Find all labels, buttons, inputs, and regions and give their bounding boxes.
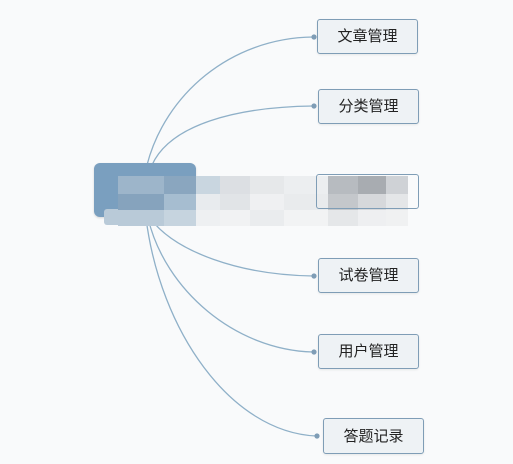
branch-node-label: 分类管理: [338, 97, 399, 115]
branch-node-label: 文章管理: [337, 27, 398, 45]
branch-node-3[interactable]: [316, 174, 419, 209]
connector-dot-5: [311, 349, 317, 355]
connector-dot-2: [311, 103, 317, 109]
branch-node-6[interactable]: 答题记录: [323, 418, 424, 454]
connector-line-1: [146, 36, 314, 166]
branch-node-1[interactable]: 文章管理: [317, 19, 418, 54]
connector-dot-4: [311, 273, 317, 279]
branch-node-4[interactable]: 试卷管理: [318, 258, 419, 293]
connector-line-5: [147, 217, 314, 353]
connector-dot-1: [311, 34, 317, 40]
branch-node-label: 试卷管理: [338, 266, 399, 284]
connector-line-2: [151, 105, 314, 166]
connector-line-4: [149, 217, 314, 277]
branch-node-label: 用户管理: [338, 342, 399, 360]
connector-line-6: [145, 217, 317, 437]
branch-node-5[interactable]: 用户管理: [318, 334, 419, 369]
branch-node-label: 答题记录: [343, 426, 404, 445]
branch-node-2[interactable]: 分类管理: [318, 89, 419, 124]
obscured-region: [118, 176, 408, 226]
connector-dot-6: [314, 433, 320, 439]
